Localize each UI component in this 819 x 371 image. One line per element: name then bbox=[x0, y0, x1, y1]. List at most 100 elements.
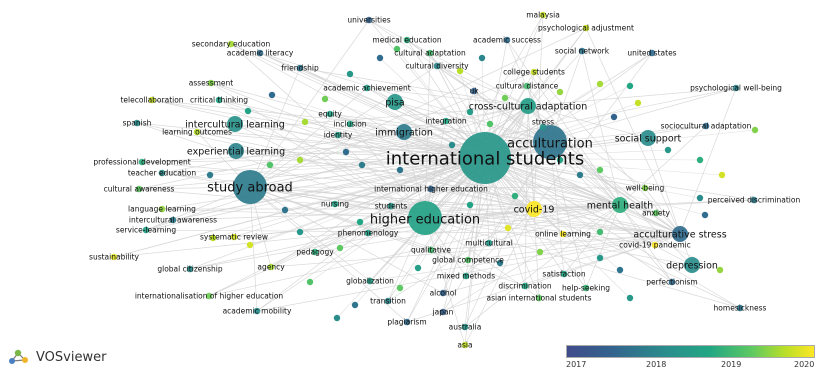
keyword-node-nursing[interactable] bbox=[331, 200, 339, 208]
keyword-node-acculturation[interactable] bbox=[533, 125, 567, 159]
keyword-node-inclusion[interactable] bbox=[346, 120, 354, 128]
keyword-node-unlabeled[interactable] bbox=[244, 107, 252, 115]
keyword-node-unlabeled[interactable] bbox=[301, 118, 309, 126]
keyword-node-unlabeled[interactable] bbox=[306, 278, 314, 286]
keyword-node-unlabeled[interactable] bbox=[596, 80, 604, 88]
keyword-node-unlabeled[interactable] bbox=[504, 224, 512, 232]
keyword-node-equity[interactable] bbox=[326, 110, 334, 118]
keyword-node-unlabeled[interactable] bbox=[696, 194, 704, 202]
keyword-node-australia[interactable] bbox=[461, 323, 469, 331]
keyword-node-acculturative-stress[interactable] bbox=[672, 226, 688, 242]
keyword-node-social-network[interactable] bbox=[578, 47, 586, 55]
keyword-node-pedagogy[interactable] bbox=[311, 248, 319, 256]
keyword-node-homesickness[interactable] bbox=[736, 304, 744, 312]
keyword-node-unlabeled[interactable] bbox=[209, 234, 217, 242]
keyword-node-unlabeled[interactable] bbox=[456, 67, 464, 75]
keyword-node-intercultural-learning[interactable] bbox=[227, 116, 243, 132]
keyword-node-spanish[interactable] bbox=[133, 119, 141, 127]
keyword-node-unlabeled[interactable] bbox=[466, 108, 474, 116]
keyword-node-unlabeled[interactable] bbox=[596, 228, 604, 236]
keyword-node-unlabeled[interactable] bbox=[346, 70, 354, 78]
keyword-node-well-being[interactable] bbox=[641, 184, 649, 192]
keyword-node-service-learning[interactable] bbox=[142, 226, 150, 234]
keyword-node-unlabeled[interactable] bbox=[626, 294, 634, 302]
keyword-node-unlabeled[interactable] bbox=[751, 126, 759, 134]
keyword-node-unlabeled[interactable] bbox=[333, 314, 341, 322]
keyword-node-pisa[interactable] bbox=[387, 94, 403, 110]
keyword-node-global-competence[interactable] bbox=[464, 256, 472, 264]
keyword-node-psychological-well-being[interactable] bbox=[732, 84, 740, 92]
keyword-node-professional-development[interactable] bbox=[138, 158, 146, 166]
keyword-node-unlabeled[interactable] bbox=[616, 266, 624, 274]
keyword-node-perfectionism[interactable] bbox=[668, 278, 676, 286]
keyword-node-help-seeking[interactable] bbox=[582, 284, 590, 292]
keyword-node-alcohol[interactable] bbox=[439, 289, 447, 297]
keyword-node-friendship[interactable] bbox=[296, 64, 304, 72]
keyword-node-internationalisation-of-higher-education[interactable] bbox=[205, 292, 213, 300]
keyword-node-unlabeled[interactable] bbox=[511, 192, 519, 200]
keyword-node-unlabeled[interactable] bbox=[701, 211, 709, 219]
keyword-node-unlabeled[interactable] bbox=[716, 266, 724, 274]
keyword-node-global-citizenship[interactable] bbox=[186, 265, 194, 273]
keyword-node-globalization[interactable] bbox=[366, 277, 374, 285]
keyword-node-unlabeled[interactable] bbox=[336, 244, 344, 252]
keyword-node-unlabeled[interactable] bbox=[576, 171, 584, 179]
keyword-node-unlabeled[interactable] bbox=[556, 156, 564, 164]
keyword-node-academic-success[interactable] bbox=[503, 36, 511, 44]
keyword-node-telecollaboration[interactable] bbox=[148, 96, 156, 104]
keyword-node-unlabeled[interactable] bbox=[634, 99, 642, 107]
keyword-node-malaysia[interactable] bbox=[539, 11, 547, 19]
keyword-node-unlabeled[interactable] bbox=[466, 201, 474, 209]
keyword-node-medical-education[interactable] bbox=[403, 36, 411, 44]
keyword-node-unlabeled[interactable] bbox=[596, 254, 604, 262]
keyword-node-universities[interactable] bbox=[365, 16, 373, 24]
keyword-node-college-students[interactable] bbox=[530, 68, 538, 76]
keyword-node-plagiarism[interactable] bbox=[403, 318, 411, 326]
keyword-node-unlabeled[interactable] bbox=[664, 146, 672, 154]
keyword-node-international-higher-education[interactable] bbox=[427, 185, 435, 193]
keyword-node-unlabeled[interactable] bbox=[321, 95, 329, 103]
keyword-node-perceived-discrimination[interactable] bbox=[750, 196, 758, 204]
keyword-node-unlabeled[interactable] bbox=[393, 45, 401, 53]
keyword-node-unlabeled[interactable] bbox=[396, 166, 404, 174]
keyword-node-depression[interactable] bbox=[684, 257, 700, 273]
keyword-node-unlabeled[interactable] bbox=[448, 141, 456, 149]
keyword-node-academic-literacy[interactable] bbox=[256, 49, 264, 57]
keyword-node-covid-19[interactable] bbox=[526, 201, 542, 217]
keyword-node-united-states[interactable] bbox=[648, 49, 656, 57]
keyword-node-unlabeled[interactable] bbox=[396, 284, 404, 292]
keyword-node-stress[interactable] bbox=[539, 123, 547, 131]
keyword-node-study-abroad[interactable] bbox=[233, 170, 267, 204]
keyword-node-online-learning[interactable] bbox=[559, 230, 567, 238]
keyword-node-asia[interactable] bbox=[461, 341, 469, 349]
keyword-node-unlabeled[interactable] bbox=[486, 120, 494, 128]
keyword-node-mental-health[interactable] bbox=[612, 197, 628, 213]
keyword-node-immigration[interactable] bbox=[396, 124, 412, 140]
keyword-node-sociocultural-adaptation[interactable] bbox=[702, 122, 710, 130]
keyword-node-uk[interactable] bbox=[470, 87, 478, 95]
keyword-node-language-learning[interactable] bbox=[158, 205, 166, 213]
keyword-node-integration[interactable] bbox=[442, 117, 450, 125]
keyword-node-international-students[interactable] bbox=[459, 132, 511, 184]
keyword-node-japan[interactable] bbox=[439, 308, 447, 316]
keyword-node-unlabeled[interactable] bbox=[556, 88, 564, 96]
keyword-node-identity[interactable] bbox=[334, 131, 342, 139]
keyword-node-unlabeled[interactable] bbox=[596, 166, 604, 174]
keyword-node-assessment[interactable] bbox=[207, 79, 215, 87]
keyword-node-psychological-adjustment[interactable] bbox=[582, 24, 590, 32]
keyword-node-experiential-learning[interactable] bbox=[228, 143, 244, 159]
keyword-node-unlabeled[interactable] bbox=[414, 264, 422, 272]
keyword-node-unlabeled[interactable] bbox=[268, 91, 276, 99]
keyword-node-unlabeled[interactable] bbox=[536, 248, 544, 256]
keyword-node-discrimination[interactable] bbox=[521, 282, 529, 290]
keyword-node-satisfaction[interactable] bbox=[560, 270, 568, 278]
keyword-node-systematic-review[interactable] bbox=[230, 233, 238, 241]
keyword-node-phenomenology[interactable] bbox=[364, 229, 372, 237]
keyword-node-unlabeled[interactable] bbox=[501, 94, 509, 102]
keyword-node-unlabeled[interactable] bbox=[356, 218, 364, 226]
keyword-node-critical-thinking[interactable] bbox=[215, 96, 223, 104]
keyword-node-learning-outcomes[interactable] bbox=[193, 128, 201, 136]
keyword-node-transition[interactable] bbox=[384, 297, 392, 305]
keyword-node-academic-mobility[interactable] bbox=[253, 307, 261, 315]
keyword-node-intercultural-awareness[interactable] bbox=[169, 216, 177, 224]
